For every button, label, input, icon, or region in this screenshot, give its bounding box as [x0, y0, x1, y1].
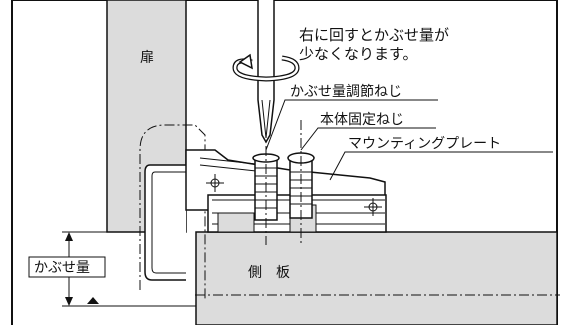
overlay-amount-box [28, 256, 106, 278]
hinge-cup-inner [151, 171, 186, 274]
rotation-note-line1: 右に回すとかぶせ量が [299, 26, 449, 44]
center-mark [364, 198, 382, 216]
overlay-amount-label: かぶせ量 [34, 260, 90, 276]
leader-mounting-plate [329, 151, 553, 181]
leader-overlay-adjust [265, 99, 438, 151]
door-label: 扉 [140, 50, 154, 66]
hinge-arm-detail [199, 157, 266, 173]
mounting-plate-block [217, 212, 255, 233]
rotation-note-line2: 少なくなります。 [299, 45, 418, 63]
screwdriver-icon [257, 0, 275, 144]
side-panel [195, 231, 558, 325]
rotation-arrow-icon [232, 53, 300, 82]
door-outline-phantom [139, 124, 206, 300]
side-panel-label: 側 板 [248, 265, 290, 281]
overlay-adjust-screw-label: かぶせ量調節ねじ [290, 83, 402, 100]
center-mark-left [206, 174, 224, 192]
body-fixing-screw-label: 本体固定ねじ [320, 112, 404, 128]
leader-body-fixing [300, 127, 436, 151]
hinge-cup [144, 164, 186, 281]
triangle-marker-icon [87, 297, 99, 304]
mounting-plate-label: マウンティングプレート [348, 136, 501, 152]
